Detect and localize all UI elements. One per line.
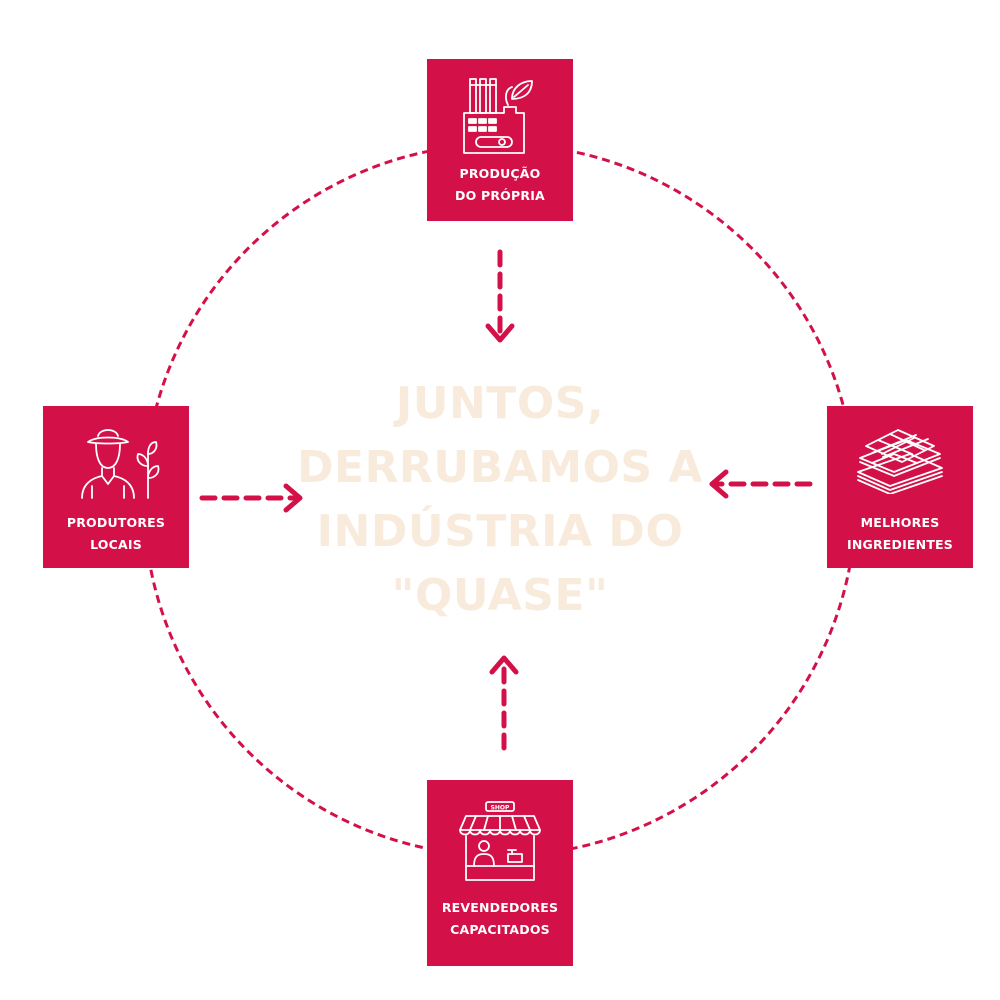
shop-stall-icon: SHOP (459, 801, 541, 881)
arrow-left-to-center (199, 483, 303, 513)
node-label-line: MELHORES (860, 515, 940, 530)
shop-sign-text: SHOP (491, 805, 510, 812)
node-produtores-locais: PRODUTORES LOCAIS (43, 406, 189, 568)
arrow-right-to-center (709, 469, 813, 499)
node-label-line: DO PRÓPRIA (455, 188, 545, 203)
node-label-line: CAPACITADOS (450, 922, 550, 937)
center-slogan-line: DERRUBAMOS A (297, 442, 703, 493)
node-melhores-ingredientes: MELHORES INGREDIENTES (827, 406, 973, 568)
node-label-line: INGREDIENTES (846, 537, 954, 552)
chocolate-bars-icon (857, 429, 943, 494)
node-label: PRODUTORES LOCAIS (43, 512, 189, 556)
node-revendedores-capacitados: SHOP REVENDEDORES CAPACITADOS (427, 780, 573, 966)
node-label-line: PRODUÇÃO (459, 166, 541, 181)
center-slogan: JUNTOS, DERRUBAMOS A INDÚSTRIA DO "QUASE… (250, 372, 750, 628)
factory-leaf-icon (463, 78, 533, 154)
node-label: MELHORES INGREDIENTES (827, 512, 973, 556)
center-slogan-line: JUNTOS, (395, 378, 605, 429)
farmer-plant-icon (81, 429, 160, 499)
node-label-line: PRODUTORES (66, 515, 166, 530)
arrow-top-to-center (485, 249, 515, 343)
node-label-line: REVENDEDORES (441, 900, 559, 915)
node-label: REVENDEDORES CAPACITADOS (427, 897, 573, 941)
node-label: PRODUÇÃO DO PRÓPRIA (427, 163, 573, 207)
arrow-bottom-to-center (489, 655, 519, 751)
node-label-line: LOCAIS (90, 537, 142, 552)
node-producao-propria: PRODUÇÃO DO PRÓPRIA (427, 59, 573, 221)
center-slogan-line: "QUASE" (391, 570, 609, 621)
center-slogan-line: INDÚSTRIA DO (316, 506, 684, 557)
